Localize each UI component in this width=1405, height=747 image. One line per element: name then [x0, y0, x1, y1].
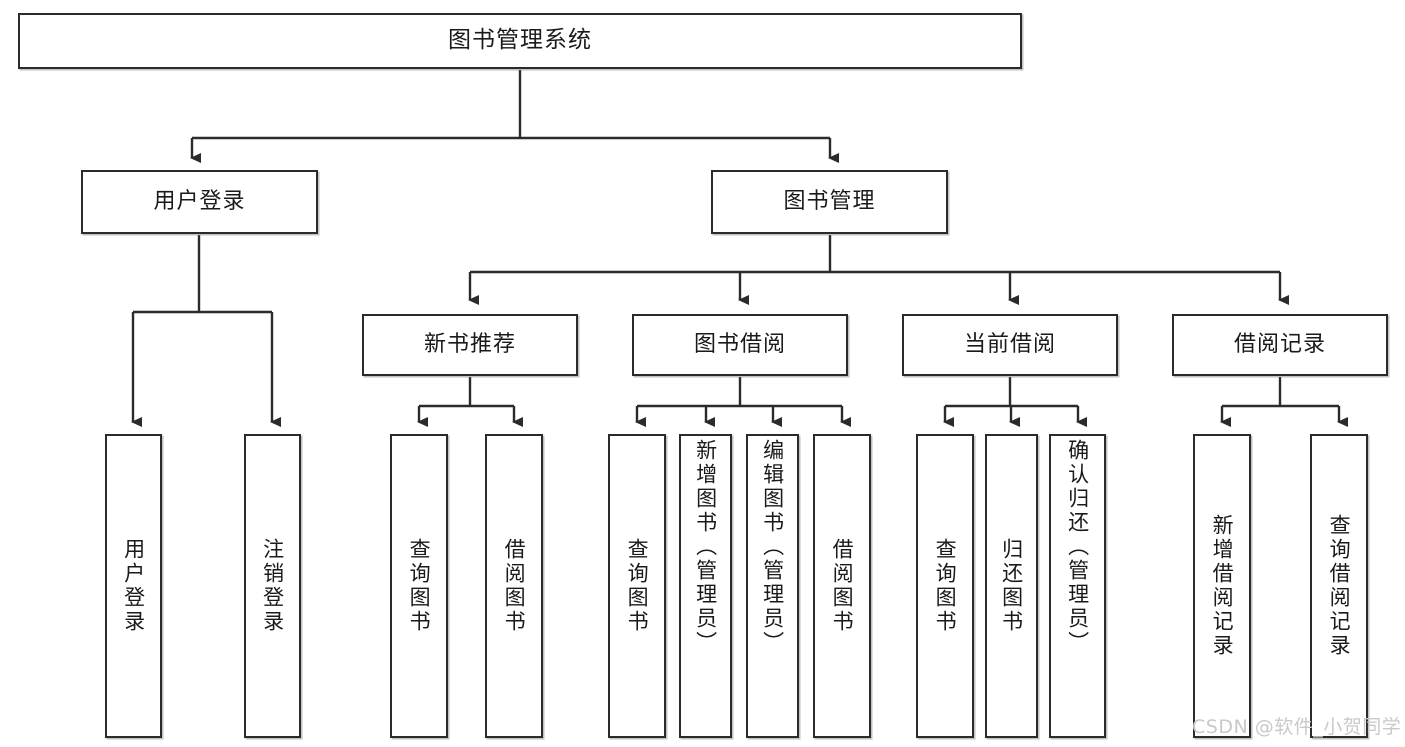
node-leaf-return-book-label: 归还图书 — [999, 538, 1024, 634]
node-leaf-confirm-return[interactable]: 确认归还（管理员） — [1049, 434, 1106, 738]
node-leaf-borrow-book-1-label: 借阅图书 — [502, 538, 527, 634]
node-user-login[interactable]: 用户登录 — [81, 170, 318, 234]
node-leaf-add-record-label: 新增借阅记录 — [1210, 514, 1235, 658]
node-leaf-edit-book[interactable]: 编辑图书（管理员） — [746, 434, 799, 738]
node-book-manage[interactable]: 图书管理 — [711, 170, 948, 234]
node-leaf-borrow-book-1[interactable]: 借阅图书 — [485, 434, 543, 738]
node-leaf-query-book-2-label: 查询图书 — [625, 538, 650, 634]
node-leaf-query-book-3[interactable]: 查询图书 — [916, 434, 974, 738]
node-user-login-label: 用户登录 — [153, 188, 246, 214]
node-leaf-add-book[interactable]: 新增图书（管理员） — [679, 434, 732, 738]
node-leaf-confirm-return-label: 确认归还（管理员） — [1065, 439, 1090, 655]
node-leaf-user-logout-label: 注销登录 — [260, 538, 285, 634]
node-leaf-edit-book-label: 编辑图书（管理员） — [760, 439, 785, 655]
node-borrow-record-label: 借阅记录 — [1233, 331, 1326, 357]
node-leaf-add-record[interactable]: 新增借阅记录 — [1193, 434, 1251, 738]
node-leaf-user-login[interactable]: 用户登录 — [105, 434, 162, 738]
node-leaf-return-book[interactable]: 归还图书 — [985, 434, 1038, 738]
node-leaf-query-book-2[interactable]: 查询图书 — [608, 434, 666, 738]
node-current-borrow-label: 当前借阅 — [963, 331, 1056, 357]
watermark: CSDN @软件_小贺同学 — [1192, 716, 1402, 738]
node-book-borrow[interactable]: 图书借阅 — [632, 314, 848, 376]
node-leaf-query-record-label: 查询借阅记录 — [1327, 514, 1352, 658]
node-leaf-query-record[interactable]: 查询借阅记录 — [1310, 434, 1368, 738]
node-leaf-query-book-1[interactable]: 查询图书 — [390, 434, 448, 738]
node-book-borrow-label: 图书借阅 — [693, 331, 786, 357]
node-new-book-recommend[interactable]: 新书推荐 — [362, 314, 578, 376]
node-leaf-borrow-book-2[interactable]: 借阅图书 — [813, 434, 871, 738]
node-root[interactable]: 图书管理系统 — [18, 13, 1022, 69]
node-leaf-user-login-label: 用户登录 — [121, 538, 146, 634]
node-new-book-recommend-label: 新书推荐 — [423, 331, 516, 357]
node-leaf-query-book-3-label: 查询图书 — [933, 538, 958, 634]
node-leaf-add-book-label: 新增图书（管理员） — [693, 439, 718, 655]
node-book-manage-label: 图书管理 — [783, 188, 876, 214]
node-current-borrow[interactable]: 当前借阅 — [902, 314, 1118, 376]
node-leaf-user-logout[interactable]: 注销登录 — [244, 434, 301, 738]
node-leaf-borrow-book-2-label: 借阅图书 — [830, 538, 855, 634]
node-borrow-record[interactable]: 借阅记录 — [1172, 314, 1388, 376]
node-root-label: 图书管理系统 — [448, 27, 592, 54]
node-leaf-query-book-1-label: 查询图书 — [407, 538, 432, 634]
